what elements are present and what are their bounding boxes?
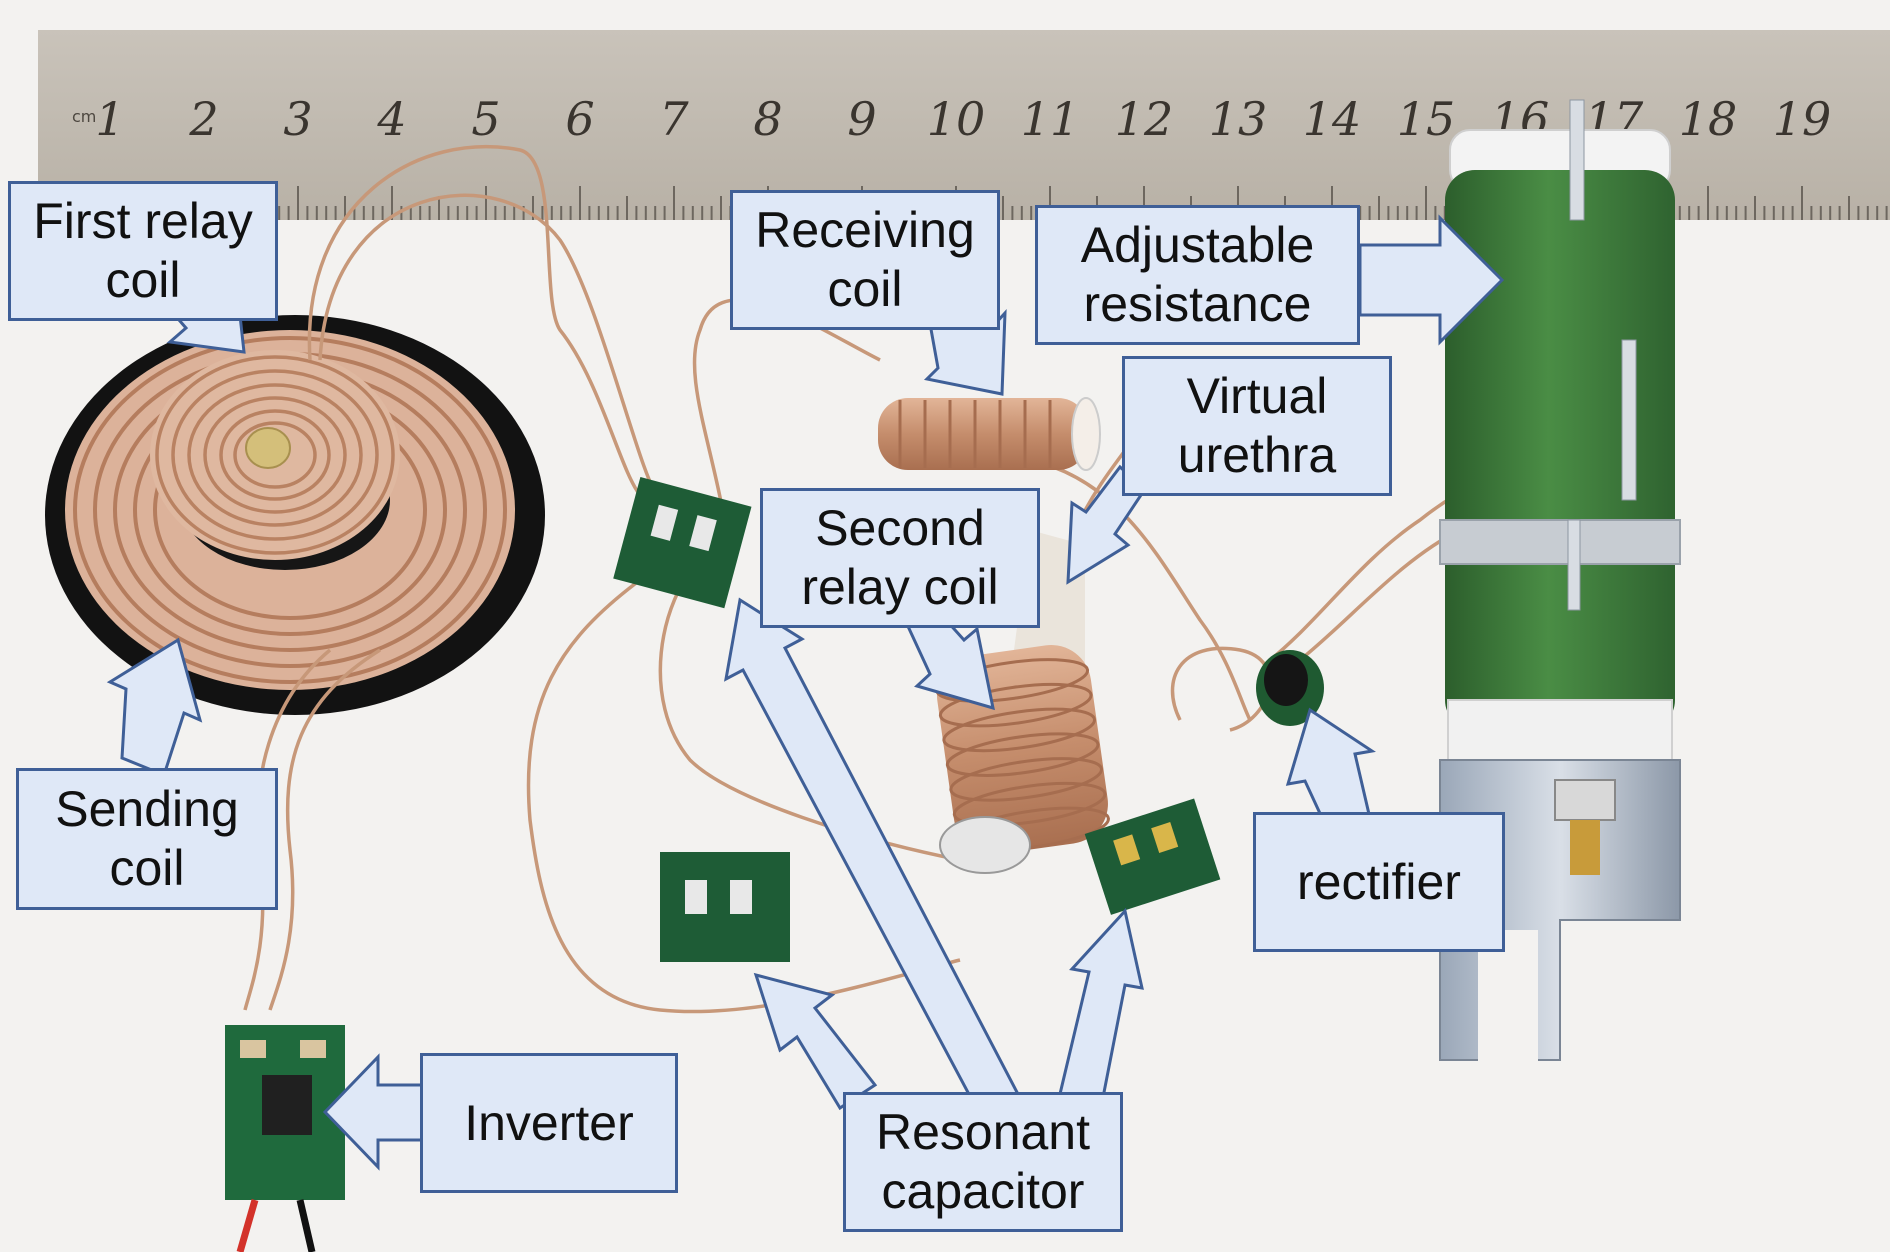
label-sending-coil-line2: coil [109, 840, 185, 896]
receiving-coil [878, 397, 1101, 471]
copper-wires [243, 144, 1541, 1014]
label-rectifier: rectifier [1253, 812, 1505, 952]
label-resonant-capacitor-line2: capacitor [881, 1163, 1085, 1219]
label-adjustable-resistance-line1: Adjustable [1080, 217, 1315, 273]
rectifier-component [1256, 650, 1324, 726]
ruler-number: 1 [95, 92, 124, 146]
label-inverter: Inverter [420, 1053, 678, 1193]
ruler-number: 14 [1303, 92, 1362, 146]
ruler-number: 8 [753, 92, 782, 146]
capacitor-board-1 [613, 477, 752, 609]
arrow-sending-coil [106, 637, 203, 777]
ruler-number: 13 [1209, 92, 1268, 146]
ruler-number: 3 [283, 92, 312, 146]
label-receiving-coil-line2: coil [827, 261, 903, 317]
ruler-number: 7 [659, 92, 689, 146]
arrow-adjustable-resistance [1358, 214, 1505, 346]
label-first-relay-coil-line1: First relay [33, 193, 253, 249]
label-rectifier-line1: rectifier [1297, 853, 1461, 910]
capacitor-board-2 [660, 852, 790, 962]
ruler-number: 11 [1021, 92, 1080, 146]
ruler-number: 12 [1115, 92, 1174, 146]
label-second-relay-coil-line1: Second [815, 500, 985, 556]
capacitor-board-3 [1084, 798, 1221, 915]
ruler-number: 19 [1773, 92, 1832, 146]
label-resonant-capacitor-line1: Resonant [875, 1104, 1091, 1160]
first-relay-coil [150, 350, 400, 570]
arrow-capacitor-board-2 [753, 972, 878, 1111]
label-receiving-coil-line1: Receiving [755, 202, 975, 258]
label-second-relay-coil-line2: relay coil [801, 559, 999, 615]
label-virtual-urethra-line1: Virtual [1186, 368, 1328, 424]
label-inverter-line1: Inverter [464, 1094, 634, 1151]
label-virtual-urethra-line2: urethra [1177, 427, 1337, 483]
arrow-inverter [322, 1053, 424, 1171]
inverter-board [225, 1025, 345, 1252]
ruler-number: 4 [376, 92, 406, 146]
label-first-relay-coil-line2: coil [105, 252, 181, 308]
ruler-number: 9 [847, 92, 876, 146]
ruler-number: 18 [1679, 92, 1738, 146]
ruler-number: 10 [927, 92, 986, 146]
label-adjustable-resistance-line2: resistance [1083, 276, 1312, 332]
ruler-unit: cm [72, 107, 96, 126]
ruler-number: 6 [565, 92, 594, 146]
ruler-number: 5 [471, 92, 500, 146]
ruler-number: 2 [188, 92, 218, 146]
adjustable-resistance [1439, 99, 1681, 1070]
ruler-number: 15 [1397, 92, 1456, 146]
label-sending-coil-line1: Sending [55, 781, 239, 837]
